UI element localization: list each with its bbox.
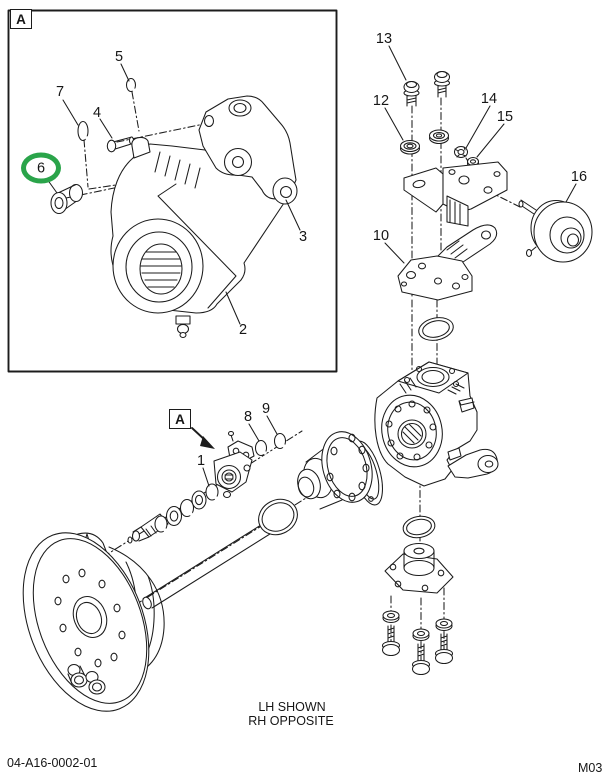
detail-pointer-label: A <box>169 409 191 429</box>
callout-6: 6 <box>36 160 46 176</box>
knuckle-assembly <box>297 70 593 676</box>
brake-drum <box>22 532 165 712</box>
orientation-note-line1: LH SHOWN <box>258 700 326 714</box>
orientation-note-line2: RH OPPOSITE <box>248 714 334 728</box>
callout-7: 7 <box>55 83 65 100</box>
callout-2: 2 <box>238 321 248 338</box>
camshaft-and-seals <box>127 430 298 610</box>
callout-16: 16 <box>570 168 588 185</box>
callout-4: 4 <box>92 104 102 121</box>
detail-box-letter: A <box>16 11 26 27</box>
callout-15: 15 <box>496 108 514 125</box>
leader-lines <box>46 45 577 487</box>
callout-6-highlight-ring: 6 <box>21 152 61 184</box>
detail-a-inset <box>7 9 338 373</box>
callout-5: 5 <box>114 48 124 65</box>
callout-12: 12 <box>372 92 390 109</box>
callout-9: 9 <box>261 400 271 417</box>
callout-3: 3 <box>298 228 308 245</box>
callout-14: 14 <box>480 90 498 107</box>
doc-number: 04-A16-0002-01 <box>7 756 98 770</box>
detail-box-label: A <box>10 9 32 29</box>
callout-8: 8 <box>243 408 253 425</box>
callout-1: 1 <box>196 452 206 469</box>
page-code: M03 <box>578 761 603 775</box>
callout-10: 10 <box>372 227 390 244</box>
callout-13: 13 <box>375 30 393 47</box>
detail-pointer-letter: A <box>175 411 185 427</box>
